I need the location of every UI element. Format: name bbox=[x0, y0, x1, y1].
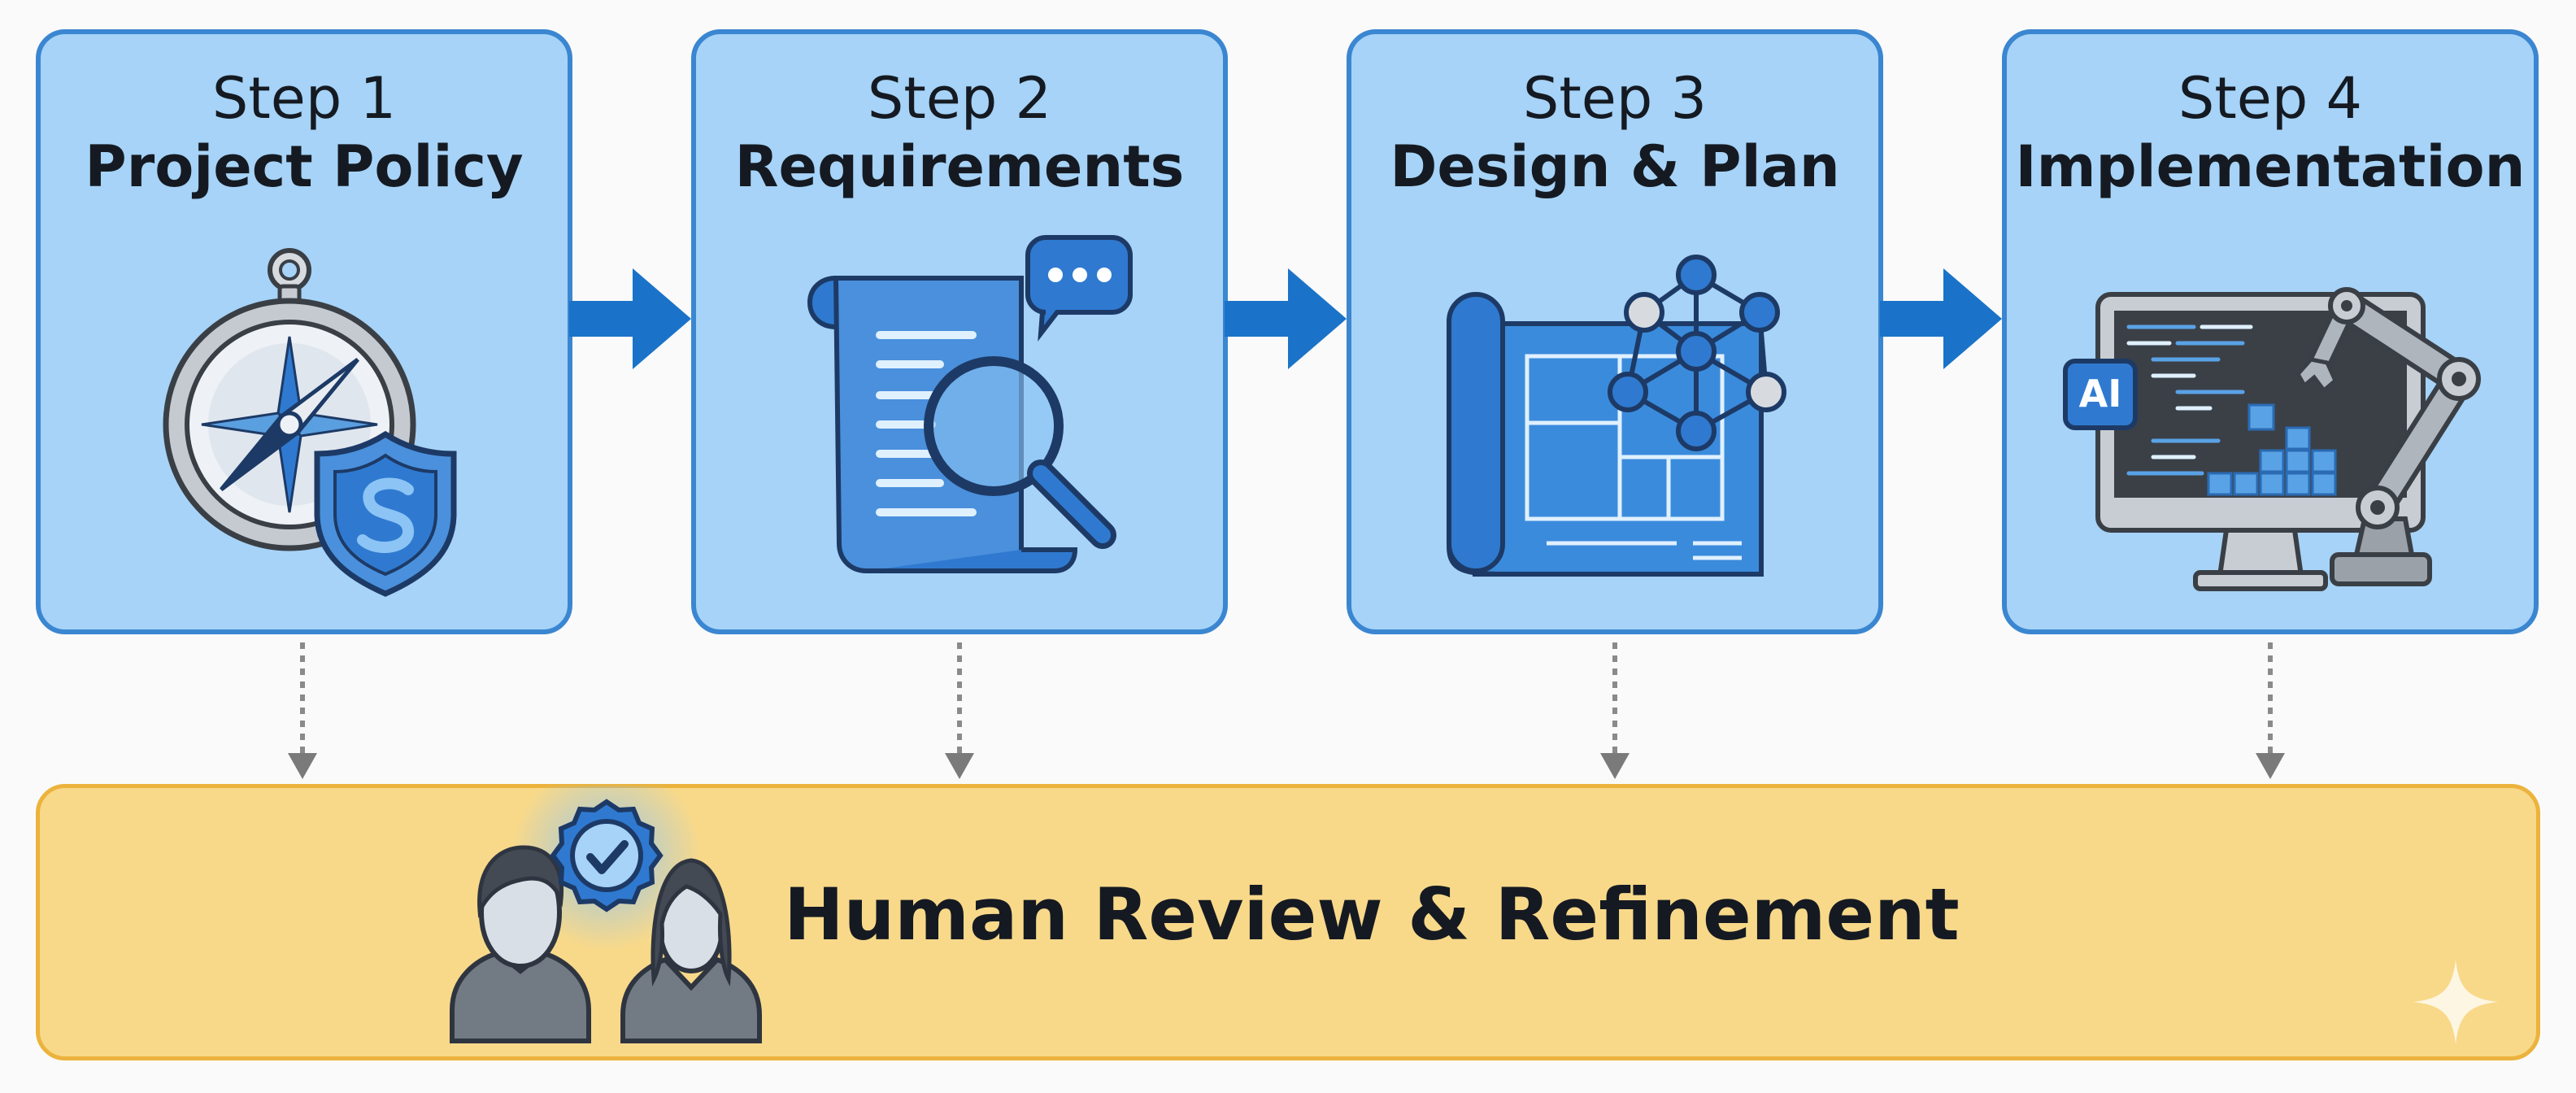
step-number: Step 3 bbox=[1522, 65, 1708, 132]
step-title: Requirements bbox=[734, 133, 1185, 200]
review-title: Human Review & Refinement bbox=[784, 873, 1960, 956]
dotted-arrow-down-icon bbox=[1600, 642, 1630, 779]
step-title: Implementation bbox=[2015, 133, 2526, 200]
ai-robot-arm-icon: AI bbox=[2063, 287, 2481, 591]
compass-shield-icon bbox=[163, 248, 457, 597]
arrow-right-icon bbox=[569, 268, 691, 369]
dotted-arrow-down-icon bbox=[2256, 642, 2285, 779]
human-review-bar: Human Review & Refinement bbox=[36, 784, 2540, 1060]
step-number: Step 4 bbox=[2178, 65, 2363, 132]
arrow-right-icon bbox=[1880, 268, 2002, 369]
step-card-3: Step 3 Design & Plan bbox=[1347, 29, 1883, 634]
arrow-right-icon bbox=[1225, 268, 1347, 369]
step-card-4: Step 4 Implementation bbox=[2002, 29, 2539, 634]
people-approval-icon bbox=[450, 786, 762, 1043]
ai-badge-label: AI bbox=[2079, 372, 2122, 416]
step-card-1: Step 1 Project Policy bbox=[36, 29, 572, 634]
sparkle-icon bbox=[2413, 960, 2498, 1044]
dotted-arrow-down-icon bbox=[945, 642, 974, 779]
step-card-2: Step 2 Requirements bbox=[691, 29, 1228, 634]
step-title: Project Policy bbox=[85, 133, 524, 200]
step-number: Step 2 bbox=[867, 65, 1052, 132]
dotted-arrow-down-icon bbox=[288, 642, 317, 779]
document-search-icon bbox=[807, 235, 1133, 573]
blueprint-network-icon bbox=[1447, 255, 1786, 577]
step-number: Step 1 bbox=[211, 65, 397, 132]
step-title: Design & Plan bbox=[1390, 133, 1840, 200]
